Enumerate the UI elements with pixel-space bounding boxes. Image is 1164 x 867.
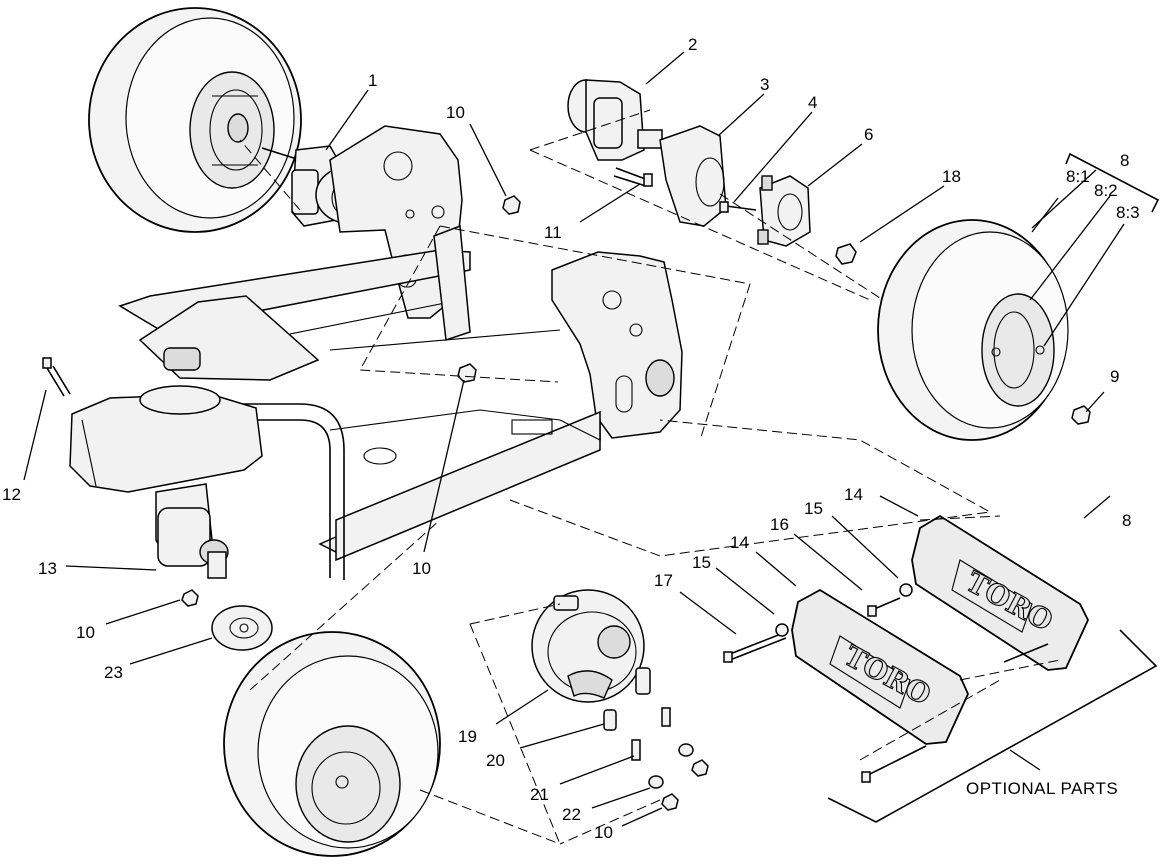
nut-10-d	[661, 759, 709, 811]
callout-1: 1	[368, 71, 377, 90]
leader-lines	[23, 51, 1125, 827]
wheel-motor-2	[567, 79, 663, 161]
callout-14-upper: 14	[844, 485, 863, 504]
callout-8-2: 8:2	[1094, 181, 1118, 200]
callout-8-weights: 8	[1122, 511, 1131, 530]
callout-12: 12	[2, 485, 21, 504]
callout-11: 11	[544, 223, 562, 242]
callout-15-lower: 15	[692, 553, 711, 572]
nut-9	[1071, 405, 1091, 425]
bolt-11	[613, 167, 653, 187]
weight-lower-14: TORO	[791, 588, 969, 745]
callout-8-1: 8:1	[1066, 167, 1090, 186]
pin-21	[631, 707, 671, 761]
nut-10-c	[181, 589, 199, 607]
callout-13: 13	[38, 559, 57, 578]
callout-23: 23	[104, 663, 123, 682]
callout-10-mid: 10	[412, 559, 431, 578]
callout-4: 4	[808, 93, 817, 112]
callout-3: 3	[760, 75, 769, 94]
bolt-17	[723, 631, 787, 663]
bolt-12	[42, 357, 71, 397]
hub-cap-19	[531, 589, 645, 703]
callout-8-bracket: 8	[1120, 151, 1129, 170]
tire-top-left	[88, 7, 302, 233]
callout-9: 9	[1110, 367, 1119, 386]
callout-14-lower: 14	[730, 533, 749, 552]
callout-17: 17	[654, 571, 673, 590]
optional-parts-bracket	[827, 629, 1158, 823]
callout-20: 20	[486, 751, 505, 770]
bolt-16	[861, 597, 1049, 783]
callout-10-left: 10	[76, 623, 95, 642]
stud-20	[603, 667, 651, 731]
callout-labels: 1 2 3 4 6 18 8 8:1 8:2 8:3 9 10 11 12 13…	[2, 35, 1140, 842]
weight-upper-14: TORO	[911, 514, 1089, 671]
callout-10-top: 10	[446, 103, 465, 122]
nut-10-b	[457, 363, 477, 383]
dashed-outlines	[239, 109, 1061, 845]
main-frame	[118, 125, 683, 580]
brake-plate-3	[659, 125, 727, 227]
callout-19: 19	[458, 727, 477, 746]
tire-right	[877, 219, 1069, 441]
washer-22	[648, 743, 694, 789]
callout-2: 2	[688, 35, 697, 54]
callout-10-bottom: 10	[594, 823, 613, 842]
callout-6: 6	[864, 125, 873, 144]
nut-18	[835, 243, 857, 265]
washer-15	[775, 583, 913, 637]
callout-8-bracket	[1065, 152, 1160, 213]
callout-21: 21	[530, 785, 549, 804]
tire-bottom-left	[223, 631, 441, 857]
nut-10-a	[502, 195, 521, 215]
front-caster-assembly	[69, 385, 263, 579]
callout-15-upper: 15	[804, 499, 823, 518]
callout-18: 18	[942, 167, 961, 186]
callout-8-3: 8:3	[1116, 203, 1140, 222]
flange-23	[211, 605, 273, 651]
optional-parts-label: OPTIONAL PARTS	[966, 779, 1118, 798]
callout-22: 22	[562, 805, 581, 824]
bolt-4	[719, 201, 757, 213]
callout-16: 16	[770, 515, 789, 534]
